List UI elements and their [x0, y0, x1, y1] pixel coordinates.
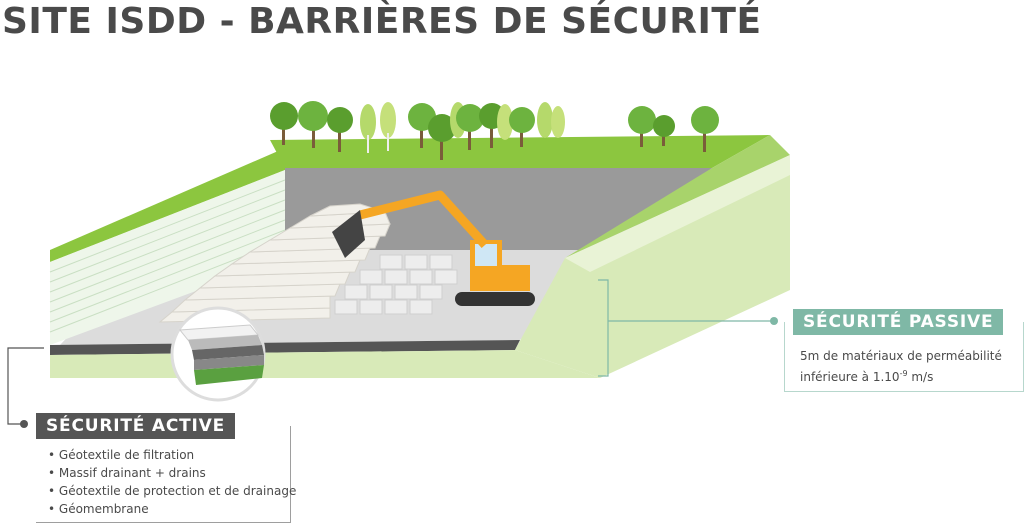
- layer-section-detail: [170, 306, 266, 402]
- page-title: SITE ISDD - BARRIÈRES DE SÉCURITÉ: [2, 1, 762, 42]
- excavator: [332, 190, 535, 306]
- active-security-title: SÉCURITÉ ACTIVE: [36, 413, 236, 439]
- grass-rim-right: [565, 135, 790, 258]
- active-security-list: Géotextile de filtration Massif drainant…: [48, 446, 296, 518]
- grass-rim-left: [50, 148, 285, 262]
- waste-cells: [334, 254, 458, 315]
- waste-pile: [158, 203, 391, 323]
- right-embankment-top: [565, 155, 790, 272]
- list-item: Géomembrane: [48, 500, 296, 518]
- list-item: Géotextile de protection et de drainage: [48, 482, 296, 500]
- active-callout-line: [7, 347, 44, 425]
- right-embankment: [515, 155, 790, 378]
- passive-security-title: SÉCURITÉ PASSIVE: [793, 309, 1004, 335]
- passive-bracket: [598, 279, 609, 377]
- grass-rim-back: [270, 135, 770, 168]
- base-liner: [50, 340, 520, 355]
- front-embankment: [50, 350, 600, 378]
- passive-exponent: -9: [899, 369, 908, 378]
- passive-text-unit: m/s: [907, 370, 934, 384]
- list-item: Massif drainant + drains: [48, 464, 296, 482]
- passive-security-description: 5m de matériaux de perméabilité inférieu…: [800, 348, 1015, 386]
- left-layered-wall: [49, 170, 286, 345]
- passive-callout-dot: [770, 317, 778, 325]
- trees: [270, 101, 719, 160]
- list-item: Géotextile de filtration: [48, 446, 296, 464]
- passive-text-main: 5m de matériaux de perméabilité inférieu…: [800, 349, 1002, 384]
- active-callout-dot: [20, 420, 28, 428]
